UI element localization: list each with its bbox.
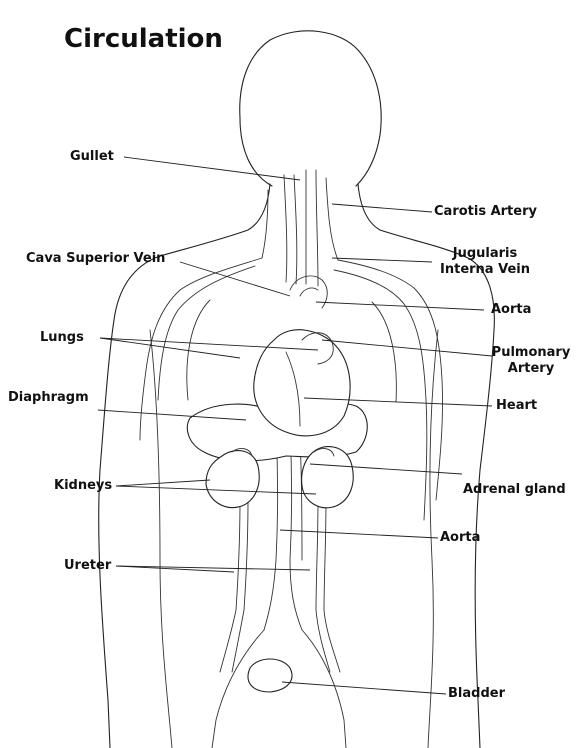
label-adrenal-gland: Adrenal gland bbox=[463, 482, 566, 498]
label-carotis-artery: Carotis Artery bbox=[434, 204, 537, 220]
label-jugularis-line1: Jugularis bbox=[432, 246, 538, 262]
label-gullet: Gullet bbox=[70, 149, 114, 165]
vessels bbox=[140, 170, 443, 748]
label-heart: Heart bbox=[496, 398, 537, 414]
right-kidney-shape bbox=[302, 447, 354, 508]
label-kidneys: Kidneys bbox=[54, 478, 112, 494]
label-ureter: Ureter bbox=[64, 558, 111, 574]
label-jugularis-interna-vein: Jugularis Interna Vein bbox=[432, 246, 538, 278]
label-aorta-lower: Aorta bbox=[440, 530, 480, 546]
label-diaphragm: Diaphragm bbox=[8, 390, 89, 406]
heart-shape bbox=[254, 330, 350, 436]
label-jugularis-line2: Interna Vein bbox=[432, 262, 538, 278]
label-pulmonary-line1: Pulmonary bbox=[488, 345, 574, 361]
label-lungs: Lungs bbox=[40, 330, 84, 346]
label-cava-superior-vein: Cava Superior Vein bbox=[26, 251, 165, 267]
label-bladder: Bladder bbox=[448, 686, 505, 702]
left-kidney-shape bbox=[206, 451, 259, 508]
diagram-title: Circulation bbox=[64, 24, 223, 54]
label-pulmonary-artery: Pulmonary Artery bbox=[488, 345, 574, 377]
label-aorta-upper: Aorta bbox=[491, 302, 531, 318]
label-pulmonary-line2: Artery bbox=[488, 361, 574, 377]
bladder-shape bbox=[248, 659, 292, 692]
